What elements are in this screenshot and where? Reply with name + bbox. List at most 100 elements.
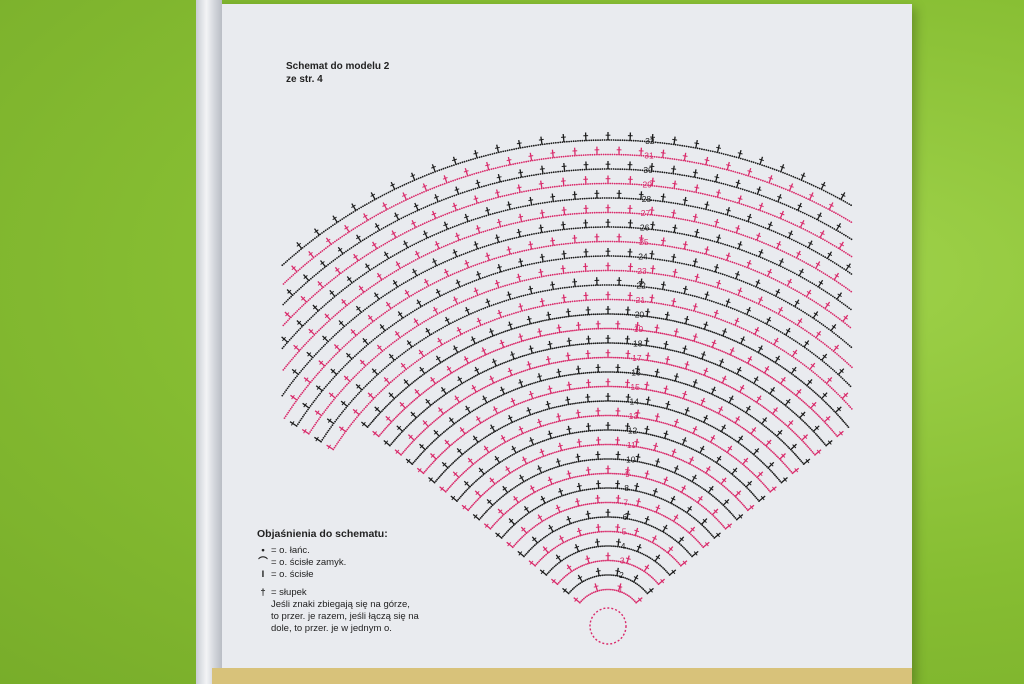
chain-stitch (567, 271, 569, 274)
chain-stitch (689, 514, 692, 517)
chain-stitch (708, 392, 711, 395)
chain-stitch (339, 413, 342, 416)
chain-stitch (459, 366, 462, 369)
chain-stitch (461, 399, 463, 402)
stitch-mark (693, 303, 697, 312)
chain-stitch (569, 571, 572, 574)
chain-stitch (516, 357, 518, 359)
chain-stitch (733, 475, 736, 477)
chain-stitch (610, 530, 612, 533)
chain-stitch (652, 375, 655, 377)
stitch-crossbar (807, 380, 813, 384)
chain-stitch (604, 414, 606, 417)
chain-stitch (518, 450, 521, 453)
chain-stitch (791, 391, 794, 394)
chain-stitch (742, 427, 745, 430)
chain-stitch (540, 488, 542, 490)
chain-stitch (319, 416, 322, 419)
chain-stitch (396, 357, 398, 360)
chain-stitch (644, 388, 646, 391)
chain-stitch (648, 374, 651, 377)
chain-stitch (848, 404, 850, 407)
stitch-crossbar (432, 308, 438, 312)
chain-stitch (519, 500, 522, 502)
chain-stitch (449, 444, 452, 447)
stitch-crossbar (650, 267, 656, 270)
chain-stitch (299, 419, 302, 422)
stitch-crossbar (747, 481, 752, 486)
chain-stitch (575, 343, 577, 346)
chain-stitch (548, 551, 550, 553)
chain-stitch (324, 385, 327, 388)
chain-stitch (559, 316, 562, 319)
chain-stitch (468, 430, 470, 432)
stitch-mark (511, 397, 516, 406)
chain-stitch (603, 385, 605, 388)
chain-stitch (746, 395, 749, 398)
chain-stitch (762, 388, 765, 391)
chain-stitch (431, 441, 434, 444)
chain-stitch (597, 429, 600, 432)
chain-stitch (620, 356, 623, 359)
stitch-mark (693, 379, 698, 388)
chain-stitch (494, 447, 497, 449)
chain-stitch (733, 355, 736, 358)
chain-stitch (349, 401, 352, 404)
chain-stitch (541, 305, 543, 308)
chain-stitch (507, 344, 510, 347)
chain-stitch (743, 484, 746, 487)
chain-stitch (482, 355, 484, 357)
stitch-mark (837, 368, 845, 376)
chain-stitch (734, 439, 737, 442)
chain-stitch (679, 306, 682, 309)
chain-stitch (443, 376, 445, 379)
chain-stitch (696, 501, 698, 503)
chain-stitch (567, 508, 570, 510)
chain-stitch (700, 436, 703, 439)
chain-stitch (592, 561, 595, 563)
chain-stitch (624, 270, 627, 272)
chain-stitch (732, 355, 734, 357)
chain-stitch (442, 431, 445, 434)
chain-stitch (468, 507, 471, 510)
chain-stitch (472, 426, 475, 429)
chain-stitch (669, 454, 672, 457)
chain-stitch (517, 326, 520, 328)
chain-stitch (631, 474, 634, 477)
chain-stitch (663, 452, 666, 455)
chain-stitch (656, 544, 659, 547)
stitch-mark (338, 426, 347, 433)
chain-stitch (479, 476, 482, 479)
chain-stitch (690, 309, 693, 312)
stitch-crossbar (692, 305, 698, 308)
chain-stitch (586, 284, 588, 287)
chain-stitch (396, 435, 399, 438)
chain-stitch (629, 343, 632, 345)
chain-stitch (685, 353, 687, 355)
chain-stitch (496, 500, 498, 503)
chain-stitch (726, 508, 729, 511)
chain-stitch (612, 574, 615, 577)
chain-stitch (419, 340, 422, 343)
chain-stitch (675, 426, 678, 428)
chain-stitch (363, 387, 365, 389)
chain-stitch (625, 313, 628, 316)
chain-stitch (408, 365, 411, 368)
chain-stitch (563, 374, 566, 377)
chain-stitch (419, 357, 422, 360)
stitch-mark (505, 466, 511, 474)
chain-stitch (605, 356, 607, 359)
chain-stitch (630, 430, 633, 433)
chain-stitch (672, 319, 674, 322)
chain-stitch (610, 313, 612, 315)
chain-stitch (577, 431, 580, 434)
chain-stitch (622, 488, 625, 490)
stitch-mark (731, 467, 738, 475)
stitch-mark (495, 532, 503, 539)
chain-stitch (554, 391, 557, 394)
chain-stitch (714, 411, 717, 413)
stitch-mark (651, 265, 654, 274)
chain-stitch (660, 421, 663, 424)
chain-stitch (614, 545, 617, 548)
chain-stitch (593, 327, 596, 330)
